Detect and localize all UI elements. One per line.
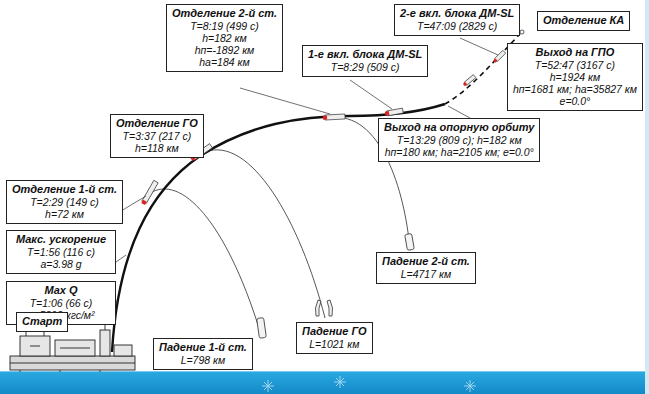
event-box: 2-е вкл. блока ДМ-SLT=47:09 (2829 c) [394, 4, 520, 36]
fairing-fall [205, 150, 325, 318]
event-title: Отделение 2-й ст. [172, 7, 277, 20]
event-box: Падение ГОL=1021 км [296, 322, 373, 354]
spacecraft [520, 30, 524, 34]
event-title: Отделение 1-й ст. [12, 183, 117, 196]
event-value: T=13:29 (809 c); h=182 км [384, 134, 534, 146]
event-value: e=0.0° [513, 95, 637, 107]
event-title: Max Q [12, 284, 110, 297]
launch-platform-legs [20, 370, 100, 372]
event-box: 1-е вкл. блока ДМ-SLT=8:29 (509 c) [302, 45, 428, 77]
event-box: Отделение 2-й ст.T=8:19 (499 c)h=182 кмh… [166, 4, 283, 72]
event-title: Отделение КА [543, 14, 624, 27]
event-value: T=8:19 (499 c) [172, 20, 277, 32]
event-value: L=798 км [159, 354, 247, 366]
event-box: Падение 2-й ст.L=4717 км [376, 252, 476, 284]
event-title: Падение 2-й ст. [382, 255, 470, 268]
event-value: T=3:37 (217 c) [116, 130, 198, 142]
fallen-stage1 [257, 318, 267, 339]
leader-line [116, 38, 498, 305]
event-title: Отделение ГО [116, 117, 198, 130]
event-value: T=1:56 (116 c) [12, 246, 110, 258]
event-title: Падение ГО [302, 325, 367, 338]
start-box: Старт [16, 312, 68, 332]
event-value: L=4717 км [382, 268, 470, 280]
event-title: Выход на ГПО [513, 46, 637, 59]
ground-band [0, 372, 649, 394]
event-value: T=1:06 (66 c) [12, 297, 110, 309]
event-value: T=8:29 (509 c) [308, 61, 422, 73]
event-value: h=72 км [12, 208, 117, 220]
event-box: Макс. ускорениеT=1:56 (116 c)a=3.98 g [6, 230, 116, 274]
event-value: hп=180 км; hа=2105 км; e=0.0° [384, 146, 534, 158]
side-strip [645, 0, 649, 394]
event-box: Выход на опорную орбитуT=13:29 (809 c); … [378, 118, 540, 162]
event-title: 2-е вкл. блока ДМ-SL [400, 7, 514, 20]
event-value: T=47:09 (2829 c) [400, 20, 514, 32]
event-title: Падение 1-й ст. [159, 341, 247, 354]
event-value: T=52:47 (3167 c) [513, 59, 637, 71]
event-value: h=1924 км [513, 71, 637, 83]
event-box: Отделение ГОT=3:37 (217 c)h=118 км [110, 114, 204, 158]
event-value: L=1021 км [302, 338, 367, 350]
event-box: Отделение КА [537, 11, 630, 31]
event-value: a=3.98 g [12, 258, 110, 270]
event-value: hп=1681 км; hа=35827 км [513, 83, 637, 95]
event-value: T=2:29 (149 c) [12, 196, 117, 208]
fallen-stage2 [405, 233, 415, 250]
event-value: h=182 км [172, 32, 277, 44]
event-title: Старт [22, 315, 62, 328]
event-title: 1-е вкл. блока ДМ-SL [308, 48, 422, 61]
fallen-fairing [315, 300, 332, 316]
event-title: Выход на опорную орбиту [384, 121, 534, 134]
event-box: Падение 1-й ст.L=798 км [153, 338, 253, 370]
event-title: Макс. ускорение [12, 233, 110, 246]
event-value: h=118 км [116, 142, 198, 154]
event-value: hа=184 км [172, 56, 277, 68]
event-box: Выход на ГПОT=52:47 (3167 c)h=1924 кмhп=… [507, 43, 643, 111]
snowflake [262, 376, 476, 392]
event-value: hп=-1892 км [172, 44, 277, 56]
stage1-fall [152, 189, 262, 338]
event-box: Отделение 1-й ст.T=2:29 (149 c)h=72 км [6, 180, 123, 224]
